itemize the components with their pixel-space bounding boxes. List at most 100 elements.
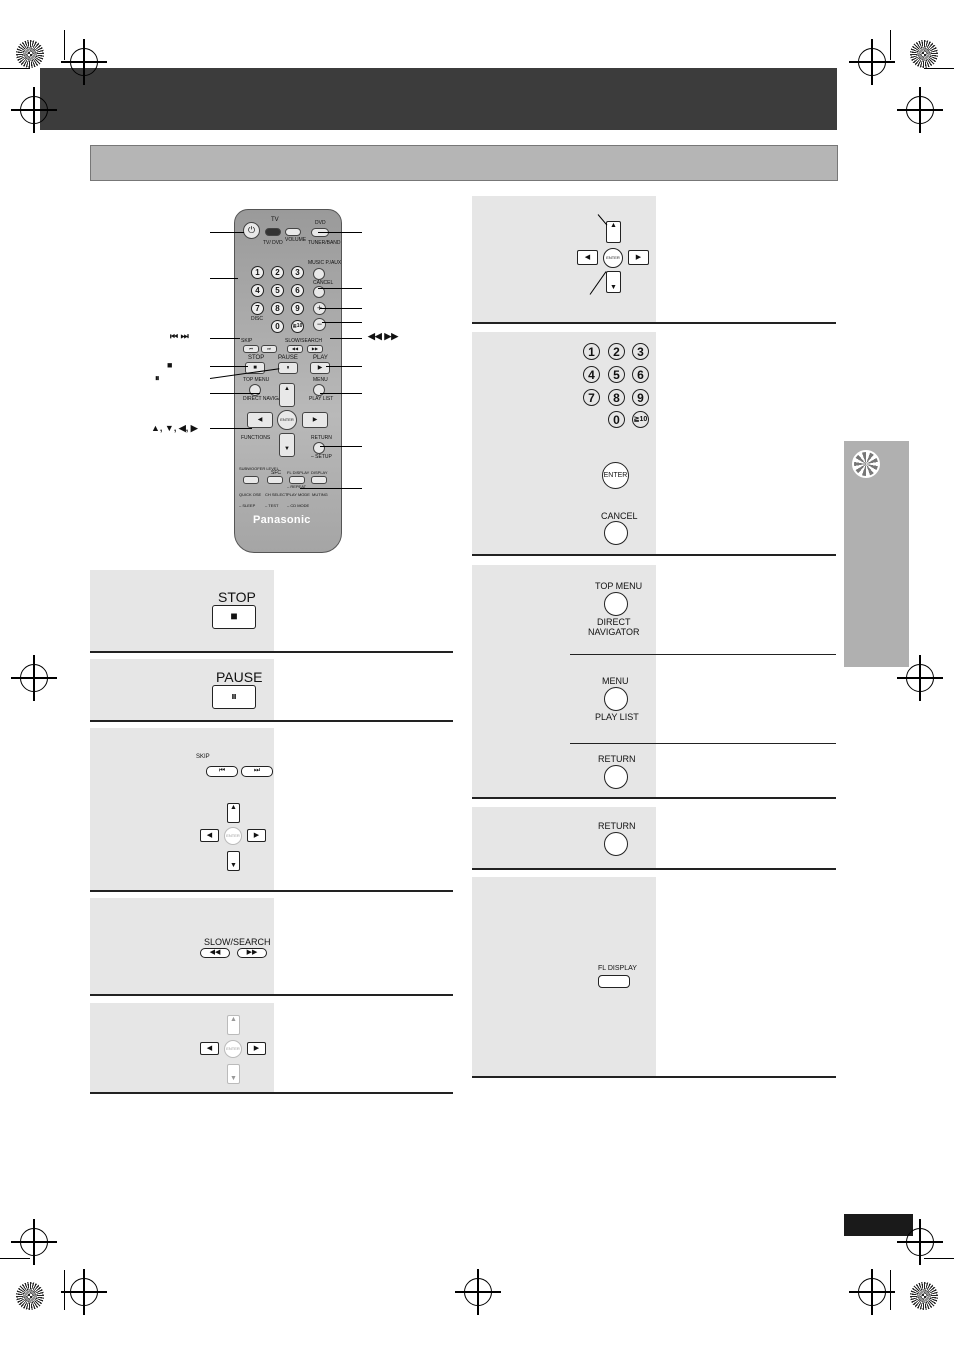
cancel-key[interactable] <box>604 521 628 545</box>
remote-key-4[interactable]: 4 <box>251 284 264 297</box>
fl-display-panel: FL DISPLAY <box>472 877 836 1078</box>
cursor-panel-up-key[interactable]: ▲ <box>227 1015 240 1035</box>
cursor-panel-enter-key[interactable]: ENTER <box>224 1040 242 1058</box>
cursor-right-button[interactable]: ▶ <box>302 412 328 428</box>
remote-key-9[interactable]: 9 <box>291 302 304 315</box>
num-key-7[interactable]: 7 <box>583 389 600 406</box>
remote-quickose-label: QUICK OSE <box>239 492 262 497</box>
color-burst-mark <box>910 1282 938 1310</box>
remote-play-label: PLAY <box>313 355 328 361</box>
remote-key-6[interactable]: 6 <box>291 284 304 297</box>
remote-key-1[interactable]: 1 <box>251 266 264 279</box>
remote-muting-label: MUTING <box>312 492 328 497</box>
cursor-down-button[interactable]: ▼ <box>279 433 295 457</box>
crop-line <box>64 30 65 60</box>
cursor-panel-down-key[interactable]: ▼ <box>227 1064 240 1084</box>
enter-panel-enter-key[interactable]: ENTER <box>603 248 623 268</box>
skip-panel-enter-key[interactable]: ENTER <box>224 827 242 845</box>
remote-volume-label: VOLUME <box>285 237 307 243</box>
fl-display-key[interactable] <box>598 975 630 988</box>
remote-key-5[interactable]: 5 <box>271 284 284 297</box>
num-key-9[interactable]: 9 <box>632 389 649 406</box>
num-key-2[interactable]: 2 <box>608 343 625 360</box>
remote-control: ⏻ TV TV/ DVD VOLUME DVD TUNER/BAND MUSIC… <box>234 209 342 553</box>
skip-panel-down-key[interactable]: ▼ <box>227 851 240 871</box>
disc-icon <box>852 450 880 478</box>
skip-panel-right-key[interactable]: ▶ <box>247 829 266 842</box>
stop-key[interactable]: ■ <box>212 605 256 629</box>
remote-key-7[interactable]: 7 <box>251 302 264 315</box>
play-button[interactable]: ▶ <box>310 362 330 374</box>
cursor-left-button[interactable]: ◀ <box>247 412 273 428</box>
crop-line <box>64 1270 65 1310</box>
remote-key-10plus[interactable]: ≧10 <box>291 320 304 333</box>
remote-key-2[interactable]: 2 <box>271 266 284 279</box>
skip-next-button[interactable]: ⏭ <box>261 345 277 353</box>
cursor-panel-right-key[interactable]: ▶ <box>247 1042 266 1055</box>
callout-line <box>210 393 260 394</box>
return-key[interactable] <box>604 765 628 789</box>
skip-panel-up-key[interactable]: ▲ <box>227 803 240 823</box>
remote-key-8[interactable]: 8 <box>271 302 284 315</box>
color-burst-mark <box>16 40 44 68</box>
num-key-4[interactable]: 4 <box>583 366 600 383</box>
cancel-button[interactable] <box>313 286 325 298</box>
return2-key[interactable] <box>604 832 628 856</box>
remote-chselect-label: CH SELECT <box>265 492 288 497</box>
skip-prev-button[interactable]: ⏮ <box>243 345 259 353</box>
num-key-3[interactable]: 3 <box>632 343 649 360</box>
remote-sleep-label: – SLEEP <box>239 503 256 508</box>
remote-key-3[interactable]: 3 <box>291 266 304 279</box>
top-menu-button[interactable] <box>249 384 261 396</box>
remote-functions-label: FUNCTIONS <box>241 435 271 441</box>
volume-minus-button[interactable]: − <box>313 318 326 331</box>
registration-mark <box>897 1219 943 1265</box>
num-panel-enter-key[interactable]: ENTER <box>602 462 629 489</box>
callout-line <box>210 232 244 233</box>
num-key-6[interactable]: 6 <box>632 366 649 383</box>
subwoofer-button[interactable] <box>243 476 259 484</box>
menu-key[interactable] <box>604 687 628 711</box>
remote-topmenu-label: TOP MENU <box>243 377 270 383</box>
top-menu-key[interactable] <box>604 592 628 616</box>
return-button[interactable] <box>313 442 325 454</box>
num-key-1[interactable]: 1 <box>583 343 600 360</box>
volume-up-button[interactable] <box>285 228 301 236</box>
number-panel: 1 2 3 4 5 6 7 8 9 0 ≧10 ENTER CANCEL <box>472 332 836 556</box>
fl-display-button[interactable] <box>289 476 305 484</box>
num-key-5[interactable]: 5 <box>608 366 625 383</box>
music-paux-button[interactable] <box>313 268 325 280</box>
tv-power-button[interactable] <box>265 228 281 236</box>
num-key-8[interactable]: 8 <box>608 389 625 406</box>
num-key-0[interactable]: 0 <box>608 411 625 428</box>
skip-prev-key[interactable]: ⏮ <box>206 766 238 777</box>
remote-key-0[interactable]: 0 <box>271 320 284 333</box>
registration-mark <box>61 1269 107 1315</box>
num-key-10plus[interactable]: ≧10 <box>632 411 649 428</box>
section-bar <box>90 145 838 181</box>
search-forward-button[interactable]: ▶▶ <box>307 345 323 353</box>
crop-line <box>890 30 891 60</box>
enter-panel-down-key[interactable]: ▼ <box>606 271 621 293</box>
power-button[interactable]: ⏻ <box>243 222 260 239</box>
display-button[interactable] <box>311 476 327 484</box>
pause-key[interactable]: ⏸ <box>212 685 256 709</box>
remote-return-label: RETURN <box>311 435 332 441</box>
enter-panel-up-key[interactable]: ▲ <box>606 221 621 243</box>
remote-cdmode-label: – CD MODE <box>287 503 310 508</box>
enter-button[interactable]: ENTER <box>277 410 297 430</box>
skip-next-key[interactable]: ⏭ <box>241 766 273 777</box>
remote-skip-label: SKIP <box>241 338 253 344</box>
search-back-key[interactable]: ◀◀ <box>200 948 230 958</box>
menu-button[interactable] <box>313 384 325 396</box>
pause-panel: PAUSE ⏸ <box>90 659 453 722</box>
search-back-button[interactable]: ◀◀ <box>287 345 303 353</box>
cursor-up-button[interactable]: ▲ <box>279 383 295 407</box>
cursor-panel-left-key[interactable]: ◀ <box>200 1042 219 1055</box>
enter-panel-left-key[interactable]: ◀ <box>577 250 598 265</box>
pause-button[interactable]: ⏸ <box>278 362 298 374</box>
skip-panel-left-key[interactable]: ◀ <box>200 829 219 842</box>
enter-panel-right-key[interactable]: ▶ <box>628 250 649 265</box>
sfc-button[interactable] <box>267 476 283 484</box>
search-forward-key[interactable]: ▶▶ <box>237 948 267 958</box>
